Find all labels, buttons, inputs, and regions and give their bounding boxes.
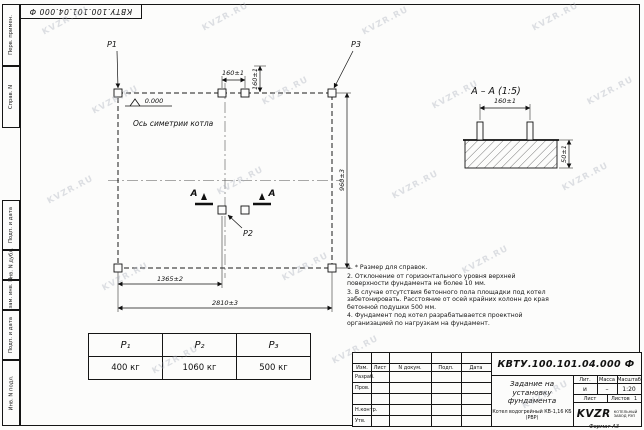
note-1: 1. * Размер для справок. xyxy=(347,264,428,271)
load-table-header-p3: P₃ xyxy=(236,333,311,357)
side-field-inv-podl: Инв. N подл. xyxy=(2,360,20,426)
col-doc: N докум. xyxy=(398,364,422,371)
side-field-podp-data-1: Подп. и дата xyxy=(2,200,20,250)
elevation-mark xyxy=(125,98,172,107)
side-field-label: Перв. примен. xyxy=(8,15,15,55)
section-view-a-a: А – А (1:5) 160±1 50±1 xyxy=(463,86,573,169)
dim-160-vertical xyxy=(254,65,266,93)
col-data: Дата xyxy=(469,364,483,371)
sheets-value: 1 xyxy=(634,395,638,402)
section-letter-left: А xyxy=(190,189,198,199)
lit-header: Лит. xyxy=(579,377,591,383)
dim-50-section-text: 50±1 xyxy=(560,145,568,163)
company-line-2: ЗАВОД РЭП xyxy=(613,414,636,418)
dim-960 xyxy=(336,92,351,269)
anchor-bolt-right xyxy=(526,121,534,141)
scale-value: 1:20 xyxy=(622,386,636,393)
section-letter-right: А xyxy=(268,189,276,199)
p2-leader xyxy=(227,214,243,229)
p3-label: P3 xyxy=(351,40,361,49)
drawing-area: 160±1 160±1 960±3 1365±2 2810±3 P1 P3 xyxy=(107,40,573,312)
role-prov: Пров. xyxy=(355,385,370,391)
side-field-sprav-n: Справ. N xyxy=(2,66,20,128)
role-nkontr: Н.контр. xyxy=(355,407,378,413)
dim-160-top xyxy=(221,76,246,88)
side-field-label: Взам. инв. N xyxy=(8,277,15,313)
scale-header: Масштаб xyxy=(617,377,641,383)
section-view-title: А – А (1:5) xyxy=(470,86,521,97)
dim-2810-text: 2810±3 xyxy=(212,299,238,307)
p3-leader xyxy=(333,50,354,89)
load-table-value-p3: 500 кг xyxy=(236,356,311,380)
dim-1365-text: 1365±2 xyxy=(157,275,183,283)
side-field-label: Справ. N xyxy=(8,84,15,110)
note-2: 2. Отклонение от горизонтального уровня … xyxy=(347,272,516,288)
dim-1365 xyxy=(117,216,223,288)
section-arrow-left xyxy=(201,193,207,200)
side-field-label: Подп. и дата xyxy=(8,316,14,354)
dim-2810 xyxy=(117,272,333,312)
load-table-value-p1: 400 кг xyxy=(88,356,163,380)
drawing-frame xyxy=(20,4,640,426)
load-table-header-p1: P₁ xyxy=(88,333,163,357)
axis-label: Ось симетрии котла xyxy=(133,119,214,128)
company-logo: KVZR КОТЕЛЬНЫЙ ЗАВОД РЭП xyxy=(573,402,641,426)
note-3: 3. В случае отсутствия бетонного пола пл… xyxy=(347,288,549,311)
foundation-section-block xyxy=(464,139,558,169)
anchor-bolt-left xyxy=(476,121,484,141)
side-field-inv-dubl: Инв. N дубл. xyxy=(2,248,20,282)
col-list: Лист xyxy=(373,364,387,371)
role-utv: Утв. xyxy=(355,418,366,424)
section-arrow-right xyxy=(259,193,265,200)
company-name: КОТЕЛЬНЫЙ ЗАВОД РЭП xyxy=(614,410,638,419)
document-title: Задание на установку фундамента xyxy=(507,379,557,406)
company-line-1: КОТЕЛЬНЫЙ xyxy=(613,409,638,414)
dim-160-section xyxy=(479,104,531,120)
side-field-perv-primen: Перв. примен. xyxy=(2,4,20,66)
load-table-value-row: 400 кг 1060 кг 500 кг xyxy=(88,356,311,380)
dim-160-section-text: 160±1 xyxy=(494,97,516,105)
mass-header: Масса xyxy=(599,377,615,383)
foundation-plan-view: 160±1 160±1 960±3 1365±2 2810±3 P1 P3 xyxy=(107,40,361,312)
format-label: Формат А3 xyxy=(589,424,620,430)
sheet-label: Лист xyxy=(583,395,597,402)
sheets-label: Листов xyxy=(611,395,630,402)
note-4: 4. Фундамент под котел разрабатывается п… xyxy=(347,312,523,327)
side-field-label: Инв. N подл. xyxy=(8,375,14,411)
p2-label: P2 xyxy=(243,229,253,238)
side-field-podp-data-2: Подп. и дата xyxy=(2,310,20,360)
role-razrab: Разраб. xyxy=(355,374,375,380)
dim-160-top-text: 160±1 xyxy=(222,69,244,77)
elevation-text: 0.000 xyxy=(145,97,164,105)
dim-960-text: 960±3 xyxy=(338,169,346,191)
lit-value: и xyxy=(583,386,587,393)
kvzr-logo-text: KVZR xyxy=(576,408,611,420)
side-field-vzam-inv: Взам. инв. N xyxy=(2,277,20,313)
p1-leader xyxy=(115,50,121,89)
mass-value: – xyxy=(605,386,609,393)
p1-label: P1 xyxy=(107,40,117,49)
document-designation: КВТУ.100.101.04.000 Ф xyxy=(497,358,635,370)
dim-160-vertical-text: 160±1 xyxy=(251,68,259,90)
load-table: P₁ P₂ P₃ 400 кг 1060 кг 500 кг xyxy=(88,333,311,380)
col-podp: Подп. xyxy=(438,364,454,371)
corner-designation-box: КВТУ.100.101.04.000 Ф xyxy=(20,4,142,19)
load-table-header-p2: P₂ xyxy=(162,333,237,357)
side-field-label: Подп. и дата xyxy=(8,206,14,244)
product-name: Котел водогрейный КВ-1,16 КБ (РВР) xyxy=(492,410,572,421)
title-block: Изм. Лист N докум. Подп. Дата Разраб. Пр… xyxy=(352,352,642,427)
dim-50-section xyxy=(559,139,573,169)
load-table-value-p2: 1060 кг xyxy=(162,356,237,380)
col-izm: Изм. xyxy=(356,364,368,371)
load-table-header-row: P₁ P₂ P₃ xyxy=(88,333,311,357)
technical-notes: 1. * Размер для справок. 2. Отклонение о… xyxy=(347,264,559,329)
